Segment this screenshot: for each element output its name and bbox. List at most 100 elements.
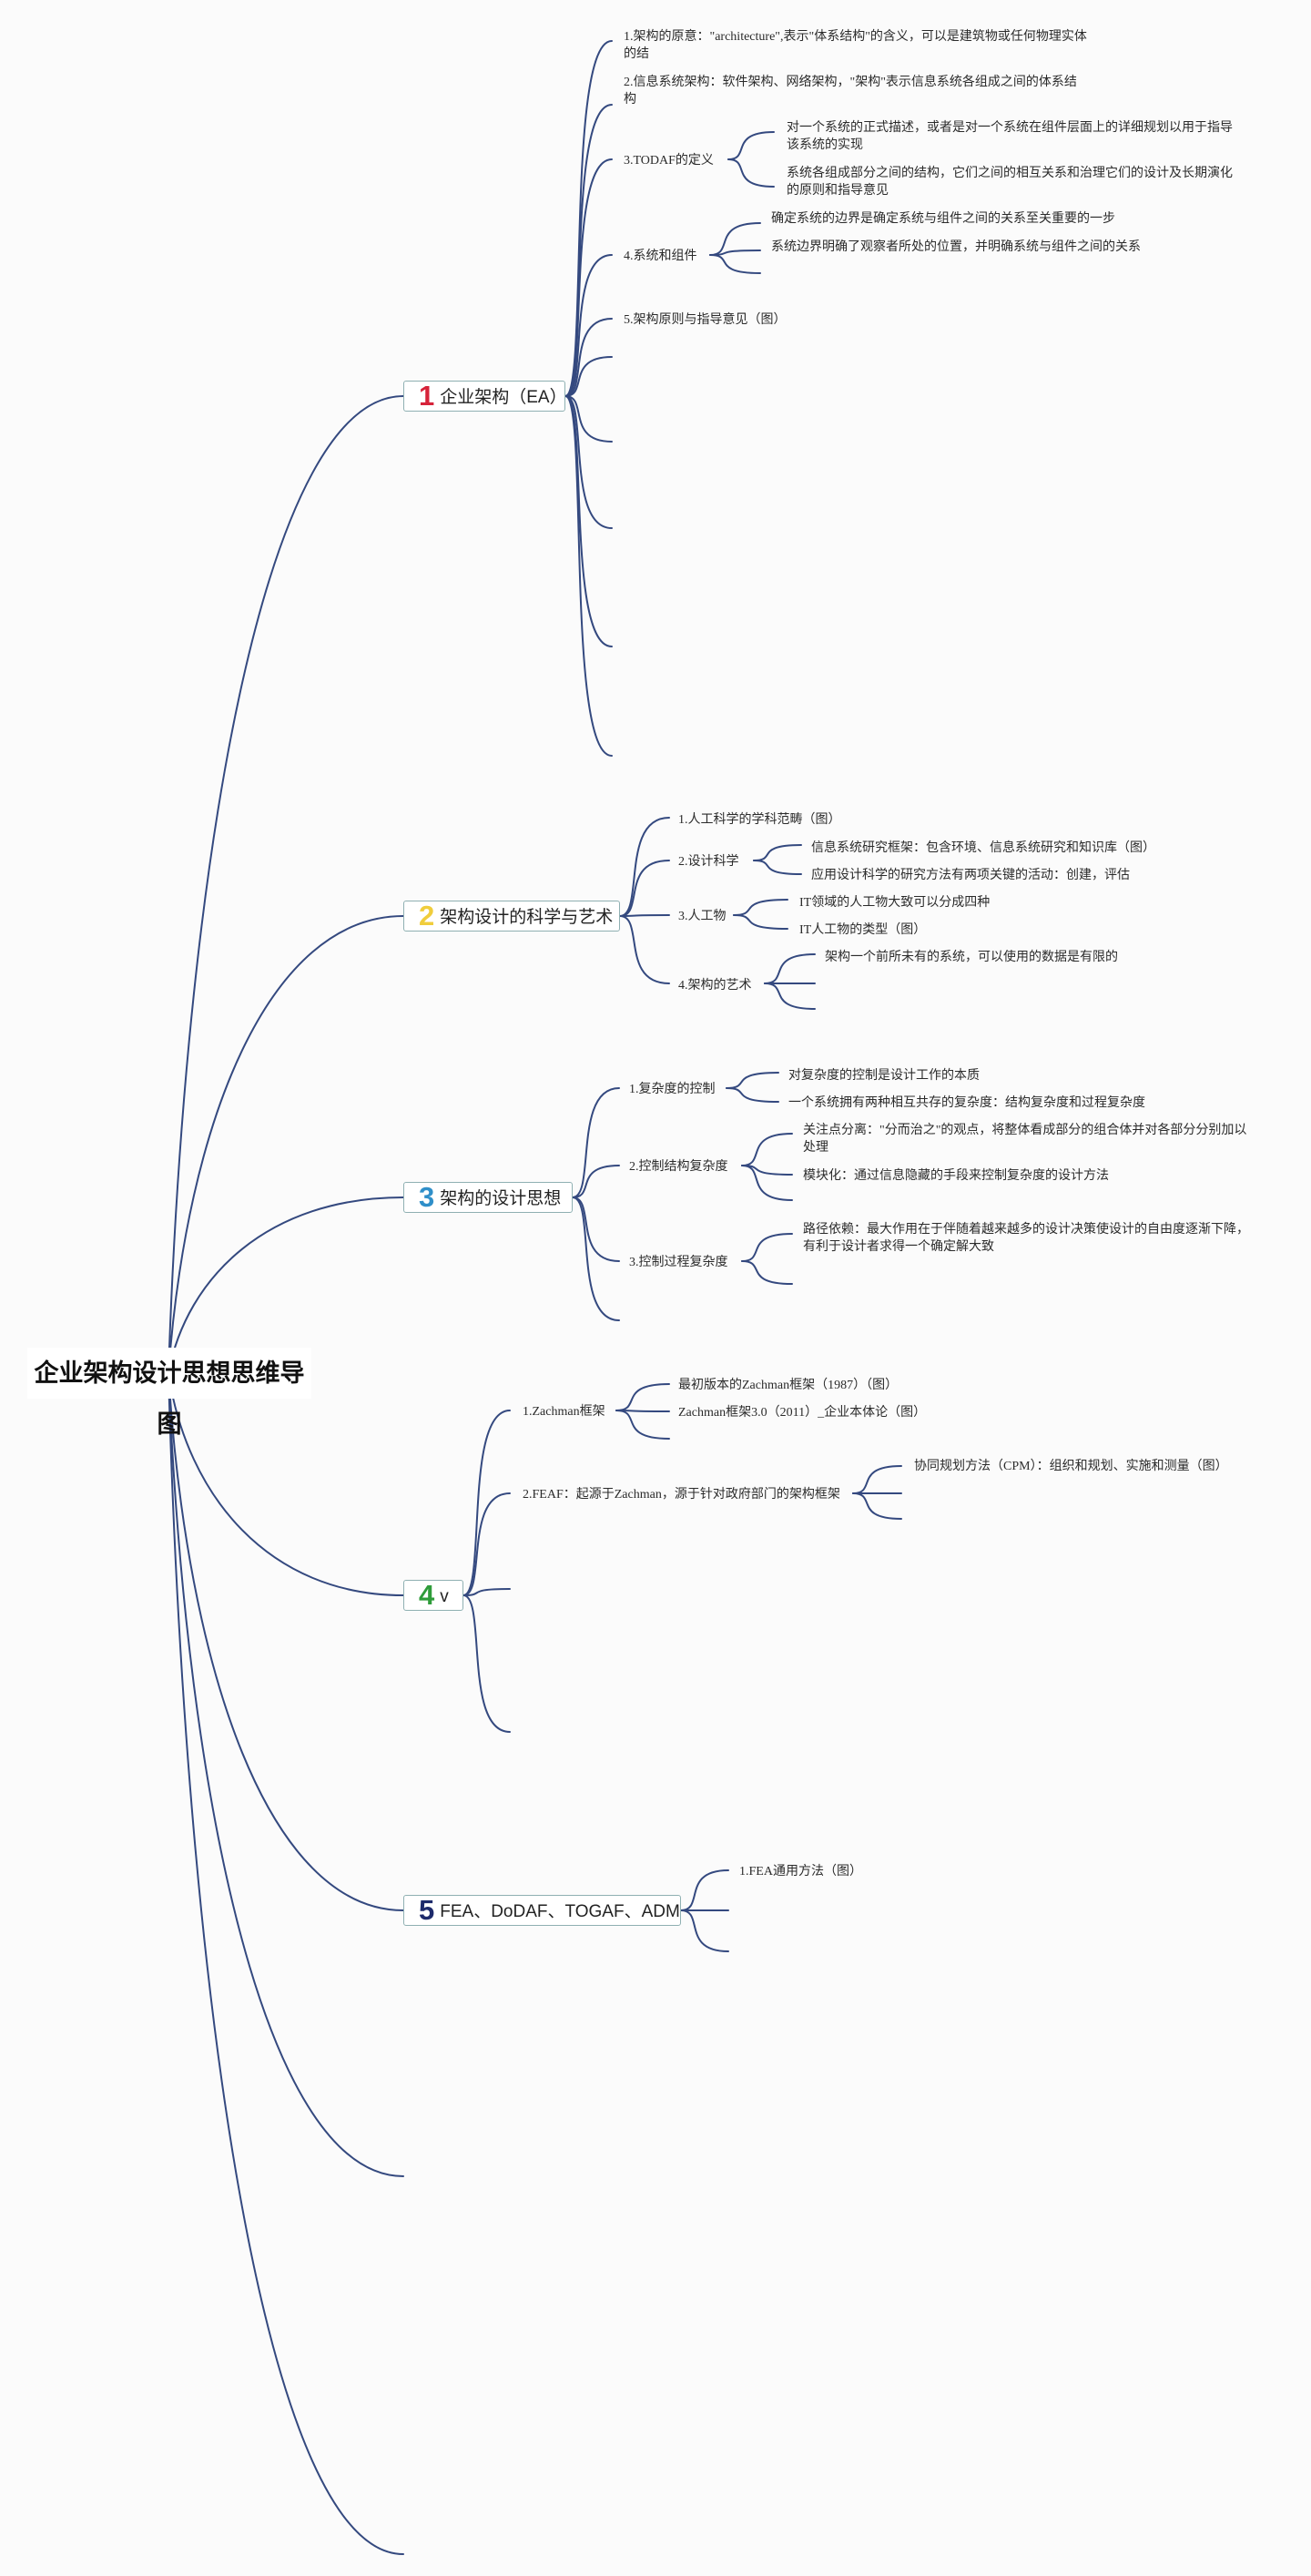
b2-item-2-child-2: 应用设计科学的研究方法有两项关键的活动：创建，评估 <box>811 869 1130 882</box>
connector-36 <box>572 1196 620 1321</box>
b4-item-1-child-2: Zachman框架3.0（2011）_企业本体论（图） <box>678 1406 927 1420</box>
connector-17 <box>727 131 775 160</box>
root-connector-4 <box>168 1372 404 1911</box>
connector-35 <box>572 1196 620 1262</box>
b1-item-4-child-1: 确定系统的边界是确定系统与组件之间的关系至关重要的一步 <box>771 212 1115 226</box>
branch-1-node[interactable]: 1 企业架构（EA） <box>403 380 567 412</box>
b4-item-1-child-1: 最初版本的Zachman框架（1987）（图） <box>678 1379 899 1392</box>
connector-46 <box>462 1588 511 1596</box>
branch-5-node[interactable]: 5 FEA、DoDAF、TOGAF、ADM <box>403 1895 681 1926</box>
connector-10 <box>564 254 613 397</box>
connector-42 <box>741 1233 793 1262</box>
b3-item-1: 1.复杂度的控制 <box>629 1083 716 1096</box>
branch-2-node[interactable]: 2 架构设计的科学与艺术 <box>403 901 620 932</box>
connector-56 <box>680 1909 729 1952</box>
b4-item-2-child-1: 协同规划方法（CPM）：组织和规划、实施和测量（图） <box>914 1460 1228 1473</box>
b1-item-3-child-1: 对一个系统的正式描述，或者是对一个系统在组件层面上的详细规划以用于指导该系统的实… <box>787 121 1233 152</box>
b3-item-2: 2.控制结构复杂度 <box>629 1160 728 1174</box>
b3-item-1-child-2: 一个系统拥有两种相互共存的复杂度：结构复杂度和过程复杂度 <box>788 1096 1145 1110</box>
b1-item-3-child-2: 系统各组成部分之间的结构，它们之间的相互关系和治理它们的设计及长期演化的原则和指… <box>787 167 1233 198</box>
connector-45 <box>462 1492 511 1596</box>
connector-44 <box>462 1410 511 1596</box>
b2-item-3-child-1: IT领域的人工物大致可以分成四种 <box>799 896 991 910</box>
b2-item-3-child-2: IT人工物的类型（图） <box>799 923 927 937</box>
b1-item-1: 1.架构的原意："architecture",表示"体系结构"的含义，可以是建筑… <box>624 30 1087 61</box>
root-connector-2 <box>168 1196 404 1374</box>
b2-item-3: 3.人工物 <box>678 910 727 923</box>
branch-3-node[interactable]: 3 架构的设计思想 <box>403 1182 573 1213</box>
connector-50 <box>615 1410 670 1440</box>
connector-11 <box>564 318 613 397</box>
branch-4-label: v <box>440 1587 449 1606</box>
connector-15 <box>564 395 613 647</box>
connector-28 <box>733 899 788 916</box>
connector-38 <box>726 1087 779 1103</box>
b2-item-2: 2.设计科学 <box>678 855 739 869</box>
number-3-icon: 3 <box>419 1181 435 1213</box>
branch-5-label: FEA、DoDAF、TOGAF、ADM <box>440 1902 680 1921</box>
number-5-icon: 5 <box>419 1894 435 1926</box>
connector-43 <box>741 1260 793 1285</box>
b1-item-3: 3.TODAF的定义 <box>624 154 714 168</box>
connector-39 <box>741 1133 793 1166</box>
connector-47 <box>462 1594 511 1733</box>
connector-21 <box>709 254 761 274</box>
root-connector-5 <box>168 1372 404 2177</box>
connector-51 <box>852 1465 902 1494</box>
number-1-icon: 1 <box>419 380 435 412</box>
b1-item-5: 5.架构原则与指导意见（图） <box>624 313 787 327</box>
b2-item-4-child-1: 架构一个前所未有的系统，可以使用的数据是有限的 <box>825 951 1118 964</box>
b3-item-3-child-1: 路径依赖：最大作用在于伴随着越来越多的设计决策使设计的自由度逐渐下降，有利于设计… <box>803 1223 1249 1254</box>
root-title: 企业架构设计思想思维导图 <box>27 1348 311 1438</box>
connector-26 <box>753 844 802 861</box>
b4-item-1: 1.Zachman框架 <box>523 1405 605 1419</box>
number-4-icon: 4 <box>419 1579 435 1611</box>
root-connector-0 <box>168 395 404 1374</box>
connector-54 <box>680 1869 729 1911</box>
root-connector-6 <box>168 1372 404 2555</box>
root-connector-3 <box>168 1372 404 1596</box>
connector-8 <box>564 104 613 397</box>
connector-48 <box>615 1383 670 1411</box>
connector-13 <box>564 395 613 443</box>
b3-item-2-child-2: 模块化：通过信息隐藏的手段来控制复杂度的设计方法 <box>803 1169 1109 1183</box>
b1-item-4-child-2: 系统边界明确了观察者所处的位置，并明确系统与组件之间的关系 <box>771 240 1141 254</box>
connector-53 <box>852 1492 902 1520</box>
connector-24 <box>619 914 670 917</box>
b5-item-1: 1.FEA通用方法（图） <box>739 1865 862 1879</box>
branch-1-label: 企业架构（EA） <box>440 388 567 407</box>
branch-2-label: 架构设计的科学与艺术 <box>440 908 614 927</box>
b1-item-2: 2.信息系统架构：软件架构、网络架构，"架构"表示信息系统各组成之间的体系结构 <box>624 76 1077 107</box>
connector-27 <box>753 860 802 875</box>
b3-item-2-child-1: 关注点分离："分而治之"的观点，将整体看成部分的组合体并对各部分分别加以处理 <box>803 1124 1247 1155</box>
connector-23 <box>619 860 670 917</box>
connector-16 <box>564 395 613 757</box>
b3-item-3: 3.控制过程复杂度 <box>629 1256 728 1269</box>
root-connector-1 <box>168 915 404 1374</box>
connector-32 <box>764 983 816 1010</box>
connector-14 <box>564 395 613 529</box>
connector-34 <box>572 1165 620 1198</box>
connector-18 <box>727 158 775 188</box>
connector-33 <box>572 1087 620 1198</box>
connector-41 <box>741 1165 793 1201</box>
connector-22 <box>619 817 670 917</box>
connector-25 <box>619 915 670 984</box>
b3-item-1-child-1: 对复杂度的控制是设计工作的本质 <box>788 1069 980 1083</box>
b2-item-2-child-1: 信息系统研究框架：包含环境、信息系统研究和知识库（图） <box>811 841 1155 855</box>
connector-37 <box>726 1072 779 1089</box>
connector-7 <box>564 40 613 397</box>
connector-12 <box>564 356 613 397</box>
b2-item-4: 4.架构的艺术 <box>678 979 752 993</box>
b1-item-4: 4.系统和组件 <box>624 249 697 263</box>
b2-item-1: 1.人工科学的学科范畴（图） <box>678 813 841 827</box>
connector-29 <box>733 914 788 930</box>
b4-item-2: 2.FEAF：起源于Zachman，源于针对政府部门的架构框架 <box>523 1488 840 1502</box>
connector-19 <box>709 222 761 256</box>
connector-30 <box>764 953 816 984</box>
connector-9 <box>564 158 613 397</box>
branch-3-label: 架构的设计思想 <box>440 1189 562 1208</box>
number-2-icon: 2 <box>419 900 435 932</box>
